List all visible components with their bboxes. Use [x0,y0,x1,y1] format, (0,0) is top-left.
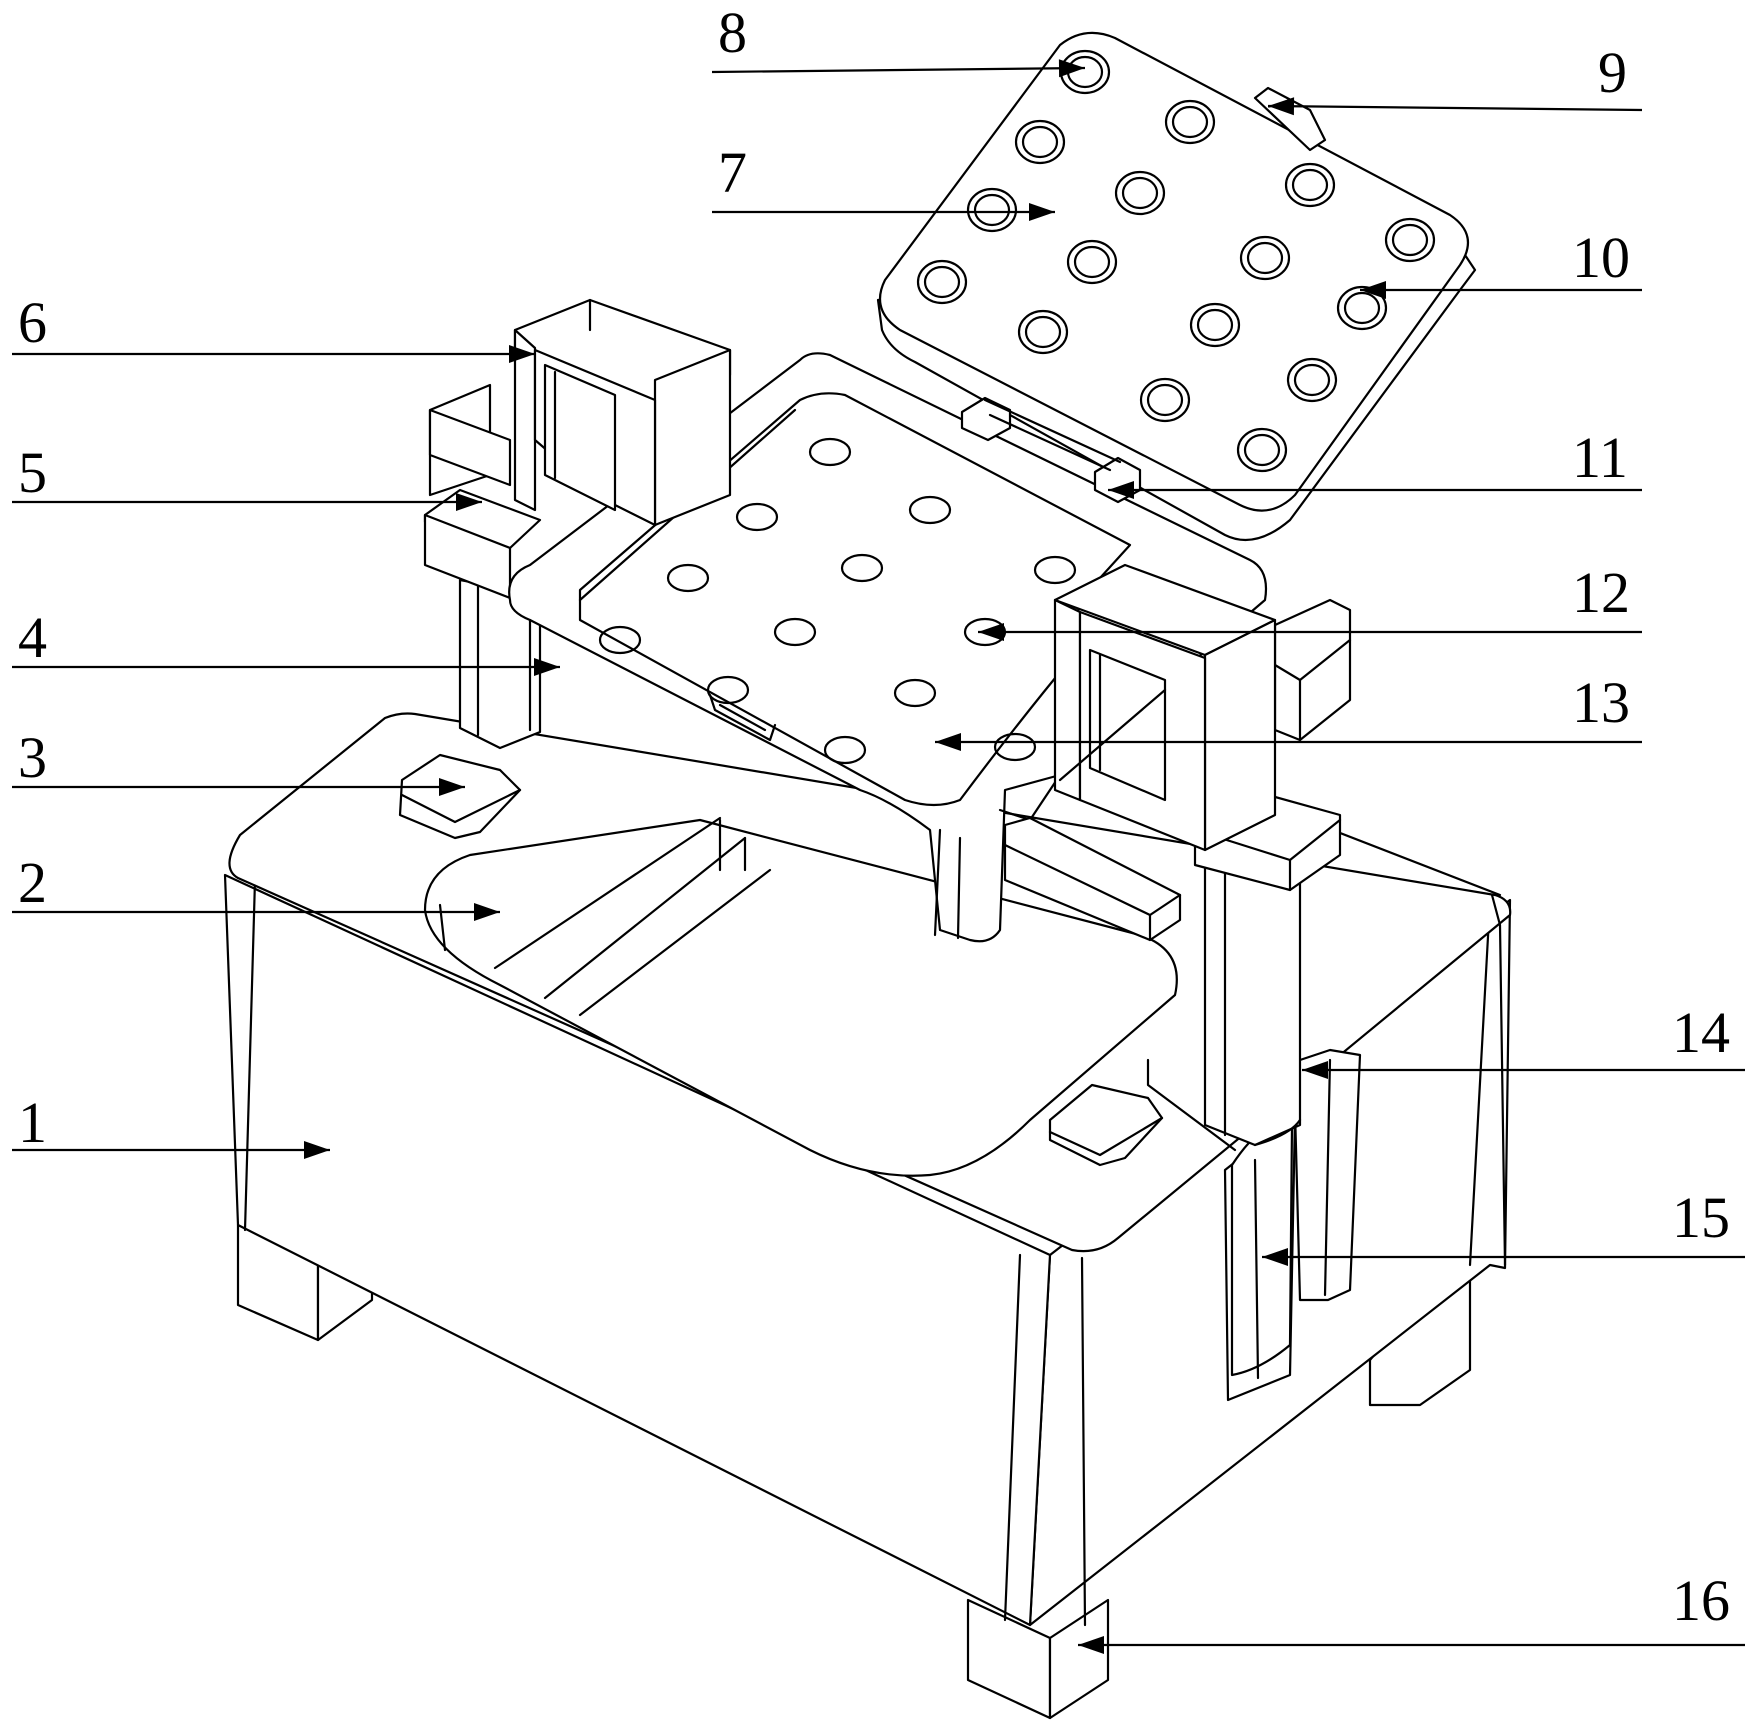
callout-label-11: 11 [1572,425,1628,490]
leader-line-9 [1268,106,1642,110]
callout-label-6: 6 [18,290,47,355]
callout-label-2: 2 [18,850,47,915]
leader-line-8 [712,68,1085,72]
callout-label-13: 13 [1572,670,1630,735]
post-right [1205,855,1300,1145]
callout-label-16: 16 [1672,1568,1730,1633]
callout-label-8: 8 [718,0,747,65]
arrowhead-4 [534,658,560,676]
callout-label-15: 15 [1672,1185,1730,1250]
callout-label-1: 1 [18,1090,47,1155]
callout-label-10: 10 [1572,225,1630,290]
callout-label-12: 12 [1572,560,1630,625]
callout-label-14: 14 [1672,1000,1730,1065]
callout-label-3: 3 [18,725,47,790]
callout-label-7: 7 [718,140,747,205]
slot-tube [1232,1123,1292,1375]
callout-label-5: 5 [18,440,47,505]
callout-label-9: 9 [1598,40,1627,105]
callout-label-4: 4 [18,605,47,670]
